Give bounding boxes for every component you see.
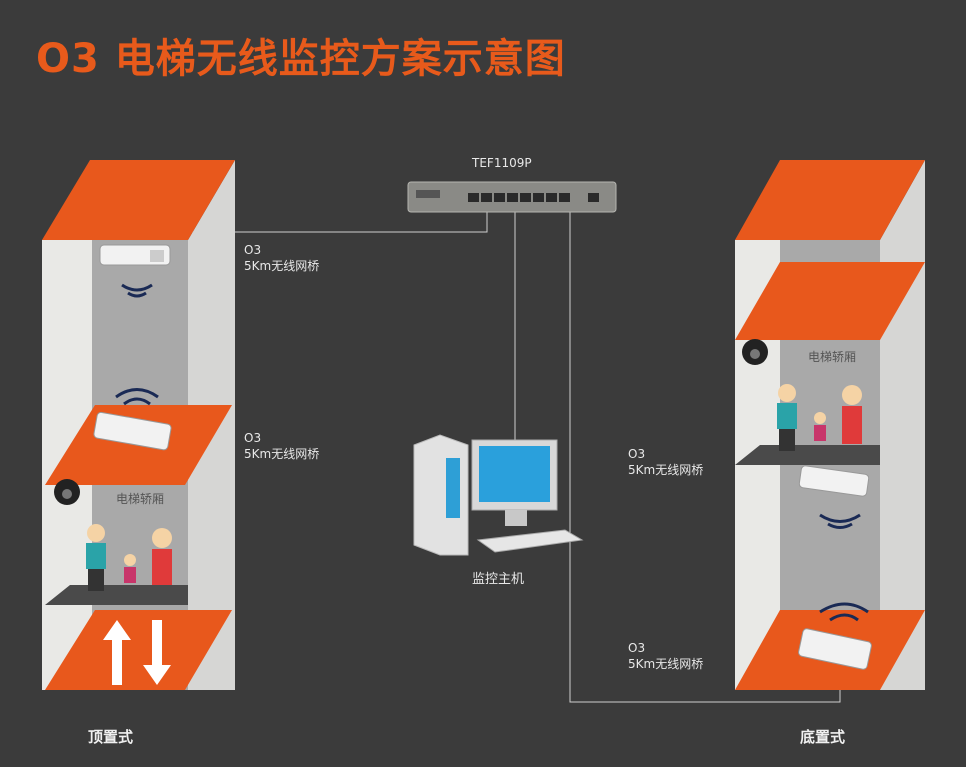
- passengers-icon: [777, 384, 862, 451]
- wireless-bridge-icon: [798, 628, 872, 670]
- shaft-top-slab: [735, 160, 925, 240]
- shaft-top-slab: [42, 160, 235, 240]
- right-cabin-bridge-label: O3 5Km无线网桥: [628, 446, 703, 478]
- right-caption: 底置式: [800, 728, 846, 746]
- bridge-desc: 5Km无线网桥: [244, 447, 320, 461]
- cabin-floor: [735, 445, 880, 465]
- up-down-arrows-icon: [103, 620, 171, 685]
- passengers-icon: [86, 524, 172, 591]
- left-caption: 顶置式: [88, 728, 134, 746]
- right-cabin-label: 电梯轿厢: [808, 350, 857, 364]
- cabin-floor: [45, 585, 188, 605]
- monitoring-host-computer: [413, 434, 584, 556]
- left-cabin-label: 电梯轿厢: [116, 492, 165, 506]
- bridge-desc: 5Km无线网桥: [244, 259, 320, 273]
- camera-icon: [54, 479, 80, 505]
- wireless-bridge-icon: [93, 411, 172, 451]
- right-bottom-bridge-label: O3 5Km无线网桥: [628, 640, 703, 672]
- page-title: O3 电梯无线监控方案示意图: [36, 36, 566, 82]
- bridge-model: O3: [628, 447, 646, 461]
- wireless-bridge-icon: [99, 244, 171, 266]
- shaft-bottom-slab: [45, 610, 232, 690]
- right-elevator-shaft: [735, 160, 925, 690]
- bridge-desc: 5Km无线网桥: [628, 463, 704, 477]
- cabin-roof: [735, 262, 925, 340]
- ethernet-ports: [468, 193, 599, 202]
- network-switch: [407, 181, 617, 213]
- bridge-desc: 5Km无线网桥: [628, 657, 704, 671]
- left-elevator-shaft: [42, 160, 235, 690]
- bridge-model: O3: [244, 243, 262, 257]
- left-cabin-bridge-label: O3 5Km无线网桥: [244, 430, 319, 462]
- bridge-model: O3: [244, 431, 262, 445]
- wireless-bridge-icon: [798, 465, 870, 497]
- host-label: 监控主机: [472, 572, 525, 587]
- bridge-model: O3: [628, 641, 646, 655]
- camera-icon: [742, 339, 768, 365]
- switch-label: TEF1109P: [472, 156, 532, 170]
- left-top-bridge-label: O3 5Km无线网桥: [244, 242, 319, 274]
- wifi-signal-icon: [115, 283, 159, 406]
- wifi-signal-icon: [819, 513, 869, 622]
